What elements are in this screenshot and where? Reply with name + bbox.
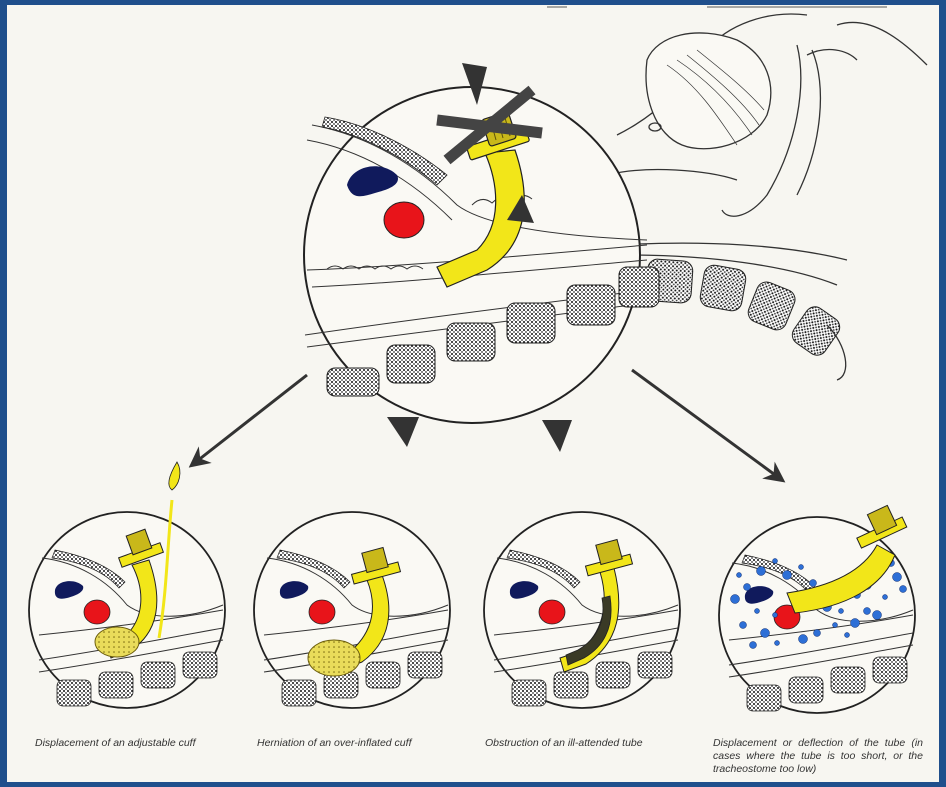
caption-herniation-cuff: Herniation of an over-inflated cuff [257,737,467,750]
tracheostomy-complications-diagram [7,5,939,782]
panel-herniation-cuff [254,512,450,708]
panel-obstruction-tube [484,512,680,708]
arrowhead-icon [387,417,419,447]
caption-obstruction-tube: Obstruction of an ill-attended tube [485,737,695,750]
arrowhead-icon [542,420,572,452]
panel-displacement-deflection [719,505,915,713]
neck-anatomy-background [607,14,927,380]
panel-displacement-cuff [29,462,225,708]
illustration-frame: Displacement of an adjustable cuff Herni… [7,5,939,782]
main-magnified-view [304,63,659,423]
caption-displacement-deflection: Displacement or deflection of the tube (… [713,737,923,776]
caption-displacement-cuff: Displacement of an adjustable cuff [35,737,235,750]
